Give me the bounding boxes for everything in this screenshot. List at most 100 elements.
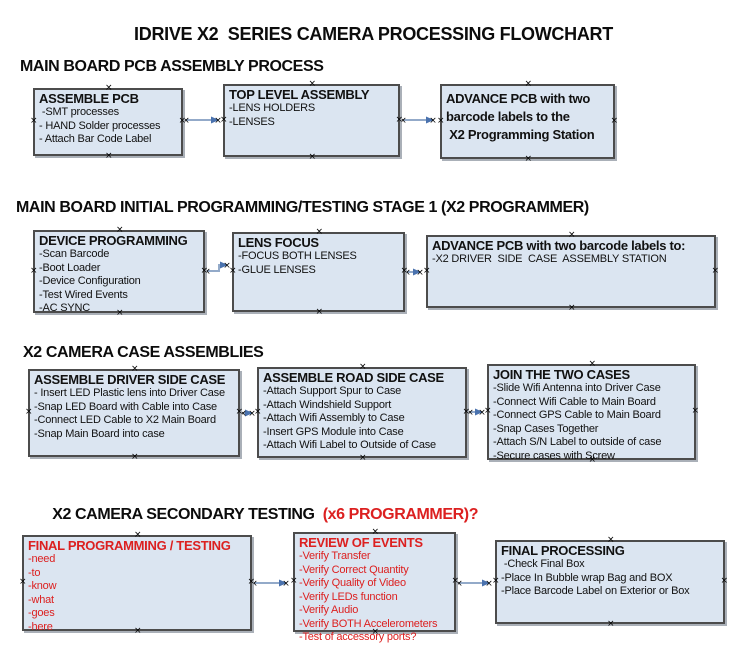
box-title: REVIEW OF EVENTS — [299, 535, 423, 550]
connection-handle-icon: × — [524, 154, 533, 164]
connection-handle-icon: × — [282, 579, 290, 589]
box-item: -GLUE LENSES — [238, 263, 316, 276]
box-items: -Slide Wifi Antenna into Driver Case-Con… — [493, 382, 691, 463]
section-header-x6-programmer-label: (x6 PROGRAMMER)? — [322, 506, 479, 523]
box-item: -Boot Loader — [39, 261, 101, 274]
box-item: -Verify Audio — [299, 604, 359, 616]
connection-handle-icon: × — [19, 577, 27, 587]
box-item: -Verify Quality of Video — [299, 577, 406, 589]
box-item: -Verify LEDs function — [299, 590, 398, 603]
connection-handle-icon: × — [691, 406, 699, 416]
box-items: -Scan Barcode-Boot Loader-Device Configu… — [39, 248, 200, 316]
box-item: -to — [28, 566, 41, 579]
connection-handle-icon: × — [105, 151, 113, 161]
box-item: -Test Wired Events — [39, 288, 128, 301]
connection-handle-icon: × — [359, 453, 367, 463]
connection-handle-icon: × — [229, 266, 237, 276]
connection-handle-icon: × — [607, 619, 615, 629]
box-item: -Place Barcode Label on Exterior or Box — [501, 585, 690, 597]
box-item: -Verify Correct Quantity — [299, 563, 409, 576]
box-items: -SMT processes- HAND Solder processes- A… — [39, 106, 178, 147]
box-items: -Verify Transfer-Verify Correct Quantity… — [299, 550, 451, 645]
box-item: -Secure cases with Screw — [493, 449, 615, 462]
box-items: -FOCUS BOTH LENSES-GLUE LENSES — [238, 250, 400, 277]
section-header-initial-programming: MAIN BOARD INITIAL PROGRAMMING/TESTING S… — [16, 199, 589, 216]
box-title: ADVANCE PCB with two barcode labels to t… — [446, 91, 595, 142]
connection-handle-icon: × — [200, 265, 208, 276]
box-item: -AC SYNC — [39, 302, 90, 314]
connection-handle-icon: × — [423, 265, 431, 276]
flow-box-device-programming: DEVICE PROGRAMMING -Scan Barcode-Boot Lo… — [30, 226, 208, 318]
box-item: -LENSES — [229, 115, 275, 128]
connection-handle-icon: × — [720, 576, 728, 586]
box-item: -Connect Wifi Cable to Main Board — [493, 395, 656, 408]
connection-handle-icon: × — [400, 266, 408, 276]
connection-handle-icon: × — [290, 576, 298, 586]
flow-box-advance-pcb-programming-station: ADVANCE PCB with two barcode labels to t… — [437, 80, 618, 164]
box-item: -Place In Bubble wrap Bag and BOX — [501, 571, 673, 584]
connection-handle-icon: × — [223, 261, 231, 271]
connection-handle-icon: × — [131, 452, 139, 462]
connection-handle-icon: × — [220, 114, 228, 125]
box-item: -Check Final Box — [501, 558, 585, 570]
box-title: ADVANCE PCB with two barcode labels to: — [432, 238, 686, 253]
connection-handle-icon: × — [182, 116, 190, 126]
connection-handle-icon: × — [395, 114, 403, 125]
connection-handle-icon: × — [399, 116, 407, 126]
connection-handle-icon: × — [315, 307, 324, 317]
box-items: -LENS HOLDERS-LENSES — [229, 102, 395, 129]
flow-box-lens-focus: LENS FOCUS -FOCUS BOTH LENSES-GLUE LENSE… — [229, 228, 408, 317]
box-title: DEVICE PROGRAMMING — [39, 233, 188, 248]
flow-box-top-level-assembly: TOP LEVEL ASSEMBLY -LENS HOLDERS-LENSES … — [220, 80, 403, 162]
box-item: - HAND Solder processes — [39, 119, 161, 132]
box-item: -Snap LED Board with Cable into Case — [34, 400, 217, 413]
flow-box-final-processing: FINAL PROCESSING -Check Final Box-Place … — [492, 536, 728, 629]
box-title: FINAL PROCESSING — [501, 543, 625, 558]
box-title: TOP LEVEL ASSEMBLY — [229, 87, 370, 102]
flow-box-final-programming-testing: FINAL PROGRAMMING / TESTING -need-to-kno… — [19, 531, 255, 636]
connection-handle-icon: × — [492, 576, 500, 586]
connection-handle-icon: × — [308, 152, 317, 162]
box-item: -Device Configuration — [39, 275, 141, 287]
flow-box-assemble-driver-side-case: ASSEMBLE DRIVER SIDE CASE - Insert LED P… — [25, 365, 243, 462]
connection-handle-icon: × — [466, 408, 474, 418]
box-item: -Slide Wifi Antenna into Driver Case — [493, 382, 661, 394]
section-header-secondary-testing: X2 CAMERA SECONDARY TESTING (x6 PROGRAMM… — [36, 488, 478, 542]
connection-handle-icon: × — [30, 265, 38, 276]
box-item: -Connect LED Cable to X2 Main Board — [34, 414, 216, 426]
box-item: -Verify BOTH Accelerometers — [299, 617, 438, 630]
connection-handle-icon: × — [437, 115, 445, 126]
connection-handle-icon: × — [478, 408, 486, 418]
connection-handle-icon: × — [235, 407, 243, 417]
flow-box-assemble-road-side-case: ASSEMBLE ROAD SIDE CASE -Attach Support … — [254, 363, 470, 463]
connection-handle-icon: × — [485, 579, 493, 589]
section-header-pcb-assembly: MAIN BOARD PCB ASSEMBLY PROCESS — [20, 58, 324, 75]
box-item: -Insert GPS Module into Case — [263, 425, 404, 438]
flow-box-assemble-pcb: ASSEMBLE PCB -SMT processes- HAND Solder… — [30, 84, 186, 161]
box-item: -Connect GPS Cable to Main Board — [493, 409, 661, 421]
connection-handle-icon: × — [248, 409, 256, 419]
box-title: JOIN THE TWO CASES — [493, 367, 630, 382]
box-item: -Attach Wifi Label to Outside of Case — [263, 439, 436, 451]
flow-arrow — [207, 261, 228, 272]
box-item: -Attach S/N Label to outside of case — [493, 436, 662, 448]
box-item: -Verify Transfer — [299, 550, 371, 562]
connection-handle-icon: × — [416, 268, 424, 278]
page-title: IDRIVE X2 SERIES CAMERA PROCESSING FLOWC… — [134, 24, 613, 44]
box-item: -Scan Barcode — [39, 248, 110, 260]
box-item: -here — [28, 620, 53, 633]
connection-handle-icon: × — [711, 265, 719, 276]
box-item: -Attach Support Spur to Case — [263, 385, 402, 397]
connection-handle-icon: × — [484, 406, 492, 416]
connection-handle-icon: × — [610, 115, 618, 126]
connection-handle-icon: × — [429, 116, 437, 126]
box-item: -Attach Windshield Support — [263, 398, 392, 411]
flow-box-join-the-two-cases: JOIN THE TWO CASES -Slide Wifi Antenna i… — [484, 360, 699, 465]
box-item: -know — [28, 580, 57, 592]
connection-handle-icon: × — [247, 577, 255, 587]
box-item: - Attach Bar Code Label — [39, 133, 152, 145]
box-item: -LENS HOLDERS — [229, 102, 316, 114]
connection-handle-icon: × — [25, 407, 33, 417]
box-items: -need-to-know-what-goes-here — [28, 553, 247, 634]
